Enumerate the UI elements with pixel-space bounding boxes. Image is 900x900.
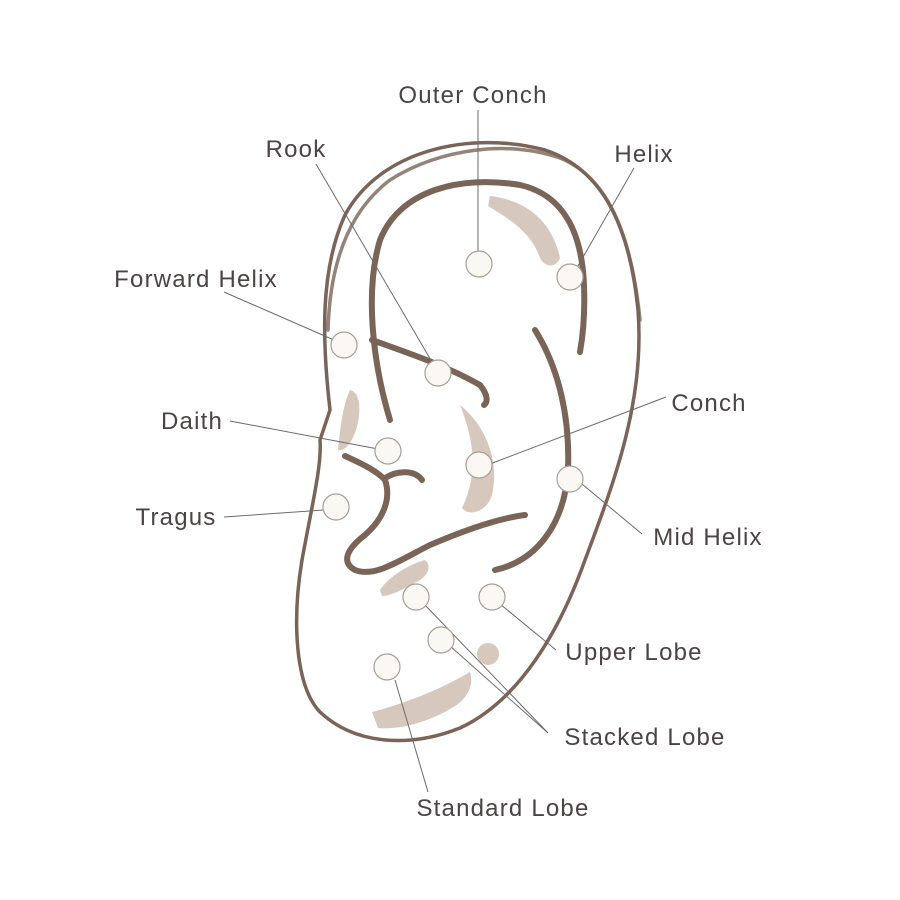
lobe-highlight-upper [380, 560, 429, 596]
piercing-studs [322, 250, 584, 681]
stud-forward-helix [330, 331, 358, 359]
leader-forward-helix [223, 291, 335, 341]
leader-lines [223, 110, 667, 793]
label-forward-helix: Forward Helix [114, 266, 278, 293]
label-conch: Conch [671, 390, 746, 417]
leader-helix [577, 167, 635, 267]
lobe-highlight-lower [372, 672, 472, 729]
stud-standard-lobe [373, 653, 401, 681]
antitragus-edge [382, 469, 425, 483]
label-rook: Rook [266, 136, 327, 163]
stud-tragus [322, 493, 350, 521]
leader-daith [229, 420, 379, 450]
label-standard-lobe: Standard Lobe [416, 795, 589, 822]
helix-highlight [488, 196, 560, 266]
leader-mid-helix [581, 483, 643, 535]
label-mid-helix: Mid Helix [653, 524, 762, 551]
stud-stacked-lobe-lower [427, 626, 455, 654]
stud-helix [556, 263, 584, 291]
leader-upper-lobe [499, 603, 557, 651]
leader-tragus [223, 509, 325, 518]
labels: Outer Conch Rook Helix Forward Helix Dai… [114, 82, 762, 822]
label-daith: Daith [161, 408, 223, 435]
label-helix: Helix [614, 141, 673, 168]
leader-stacked-lobe-1 [423, 603, 549, 734]
antihelix-body [492, 327, 572, 573]
label-tragus: Tragus [135, 504, 216, 531]
label-stacked-lobe: Stacked Lobe [564, 724, 725, 751]
antihelix-upper [369, 337, 490, 408]
leader-stacked-lobe-2 [449, 645, 549, 734]
stud-stacked-lobe-upper [402, 583, 430, 611]
lobe-highlight-dot [477, 643, 499, 665]
label-outer-conch: Outer Conch [398, 82, 547, 109]
stud-rook [424, 359, 452, 387]
daith-highlight [338, 390, 360, 451]
ear-outer-contour-sketch [326, 146, 642, 332]
helix-rim [368, 179, 588, 423]
ear-outer-contour [294, 140, 641, 743]
leader-rook [315, 163, 433, 363]
tragus-fold [342, 453, 528, 575]
stud-upper-lobe [478, 583, 506, 611]
stud-daith [374, 437, 402, 465]
leader-standard-lobe [394, 679, 429, 793]
leader-conch [489, 396, 667, 465]
label-upper-lobe: Upper Lobe [565, 639, 702, 666]
stud-outer-conch [465, 250, 493, 278]
stud-conch [465, 451, 493, 479]
stud-mid-helix [556, 465, 584, 493]
